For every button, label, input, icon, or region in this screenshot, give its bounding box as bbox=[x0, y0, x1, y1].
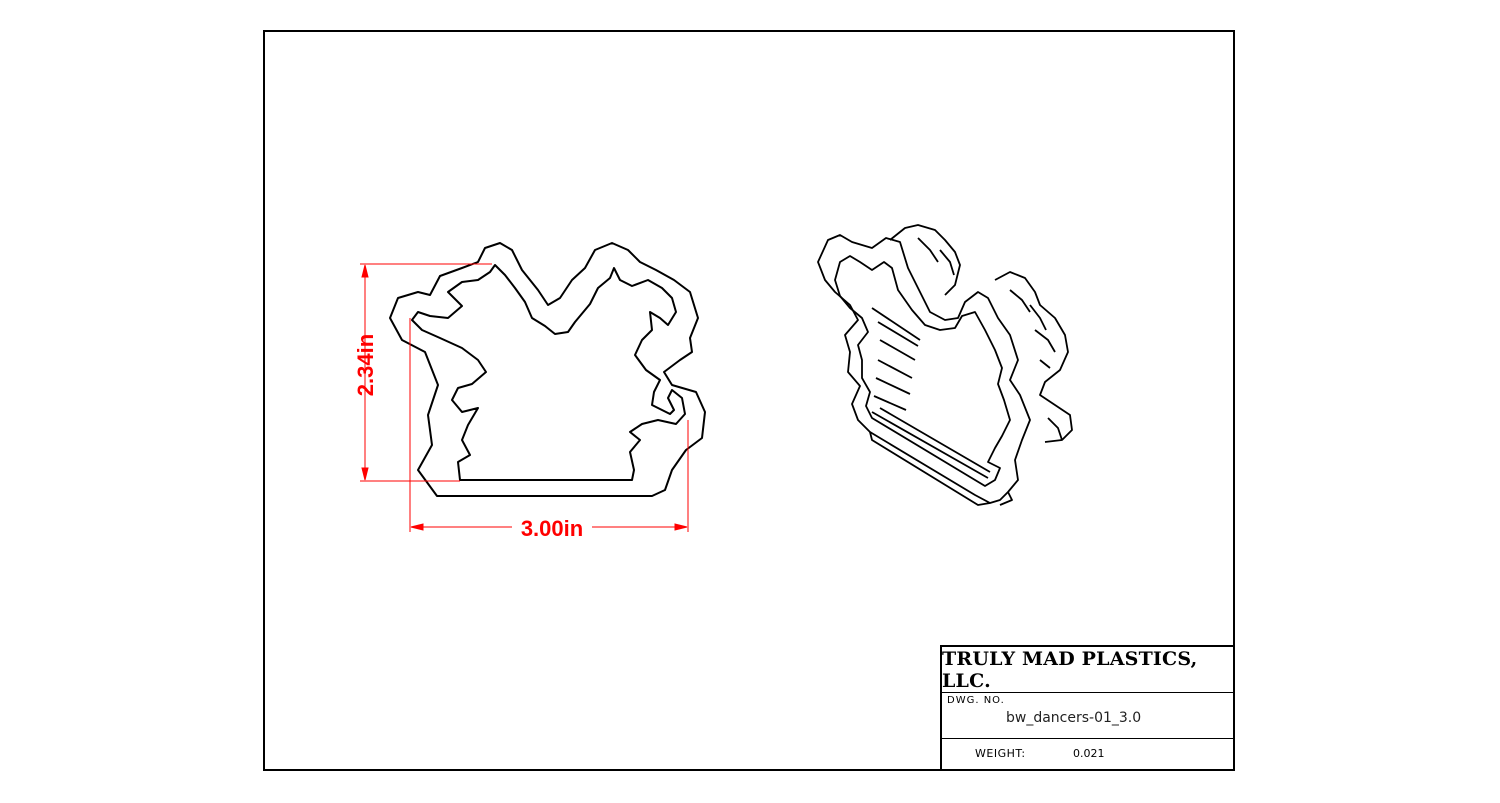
iso-front-edge bbox=[817, 234, 1031, 504]
drawing-number-row: DWG. NO. bw_dancers-01_3.0 bbox=[942, 693, 1235, 739]
weight-value: 0.021 bbox=[1073, 747, 1105, 760]
width-arrow-right bbox=[674, 523, 688, 531]
height-dimension-label: 2.34in bbox=[353, 334, 378, 396]
drawing-sheet-border bbox=[263, 30, 1235, 771]
drawing-number-value: bw_dancers-01_3.0 bbox=[1006, 710, 1142, 726]
weight-row: WEIGHT: 0.021 bbox=[942, 739, 1235, 771]
isometric-view bbox=[817, 224, 1073, 506]
title-block: TRULY MAD PLASTICS, LLC. DWG. NO. bw_dan… bbox=[940, 645, 1235, 771]
iso-inner-edge bbox=[834, 255, 1011, 487]
weight-label: WEIGHT: bbox=[975, 747, 1026, 760]
width-arrow-left bbox=[410, 523, 424, 531]
company-name: TRULY MAD PLASTICS, LLC. bbox=[942, 647, 1235, 693]
iso-back-ribs-2 bbox=[917, 237, 1063, 441]
height-arrow-bottom bbox=[361, 467, 369, 481]
iso-bottom-edge bbox=[869, 431, 1013, 506]
dimension-lines bbox=[360, 263, 689, 532]
drawing-number-label: DWG. NO. bbox=[947, 695, 1005, 706]
height-arrow-top bbox=[361, 264, 369, 278]
iso-back-ribs bbox=[889, 224, 1073, 443]
outer-outline bbox=[389, 242, 706, 497]
inner-outline bbox=[411, 264, 686, 481]
iso-inner-base bbox=[871, 407, 991, 479]
width-dimension-label: 3.00in bbox=[521, 516, 583, 541]
iso-wall-shading bbox=[871, 307, 921, 411]
front-view bbox=[389, 242, 706, 497]
